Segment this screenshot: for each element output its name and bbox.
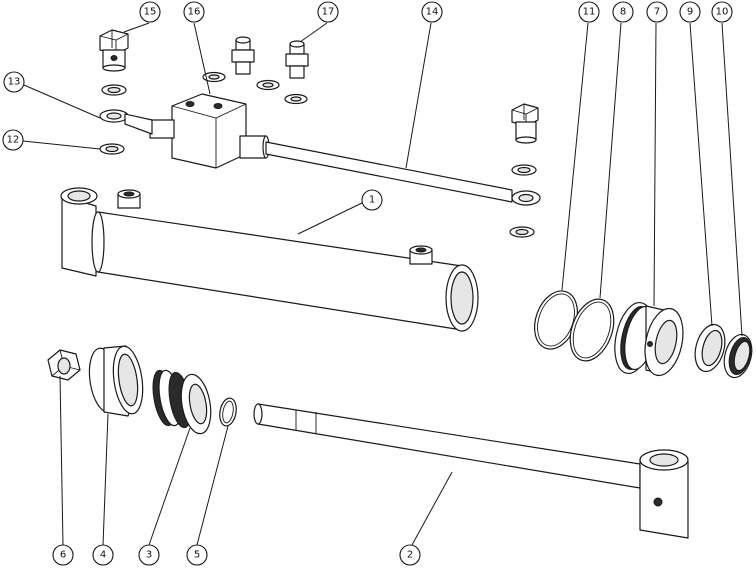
callout-5-label: 5 [194,550,200,561]
part-17-fitting-right [285,40,309,79]
callout-2: 2 [399,544,421,566]
callout-10-label: 10 [716,7,729,18]
part-10-wiper [723,333,753,379]
leader-14 [405,22,432,169]
leader-10 [721,22,743,337]
part-17-washers [202,71,308,105]
leader-6 [59,375,64,546]
callout-4: 4 [92,544,114,566]
washers-right [509,164,537,238]
callout-15-label: 15 [144,7,157,18]
callout-9-label: 9 [687,7,693,18]
leader-8 [599,22,622,299]
part-13-banjo-eye [99,109,153,135]
leader-15 [123,22,150,33]
callout-1-label: 1 [369,195,375,206]
callout-10: 10 [711,1,733,23]
callout-5: 5 [186,544,208,566]
callout-6: 6 [52,544,74,566]
leader-7 [653,22,657,307]
callout-9: 9 [679,1,701,23]
leader-17 [299,22,328,43]
callout-14: 14 [421,1,443,23]
part-1-cylinder-barrel [60,187,479,332]
part-9-seal [694,323,726,373]
leader-11 [561,22,589,291]
part-3-seal-assembly [152,369,212,435]
callout-8: 8 [612,1,634,23]
callout-16-label: 16 [188,7,201,18]
leader-5 [196,425,229,546]
callout-14-label: 14 [426,7,439,18]
callout-12: 12 [2,129,24,151]
callout-16: 16 [183,1,205,23]
callout-8-label: 8 [620,7,626,18]
leader-13 [23,84,101,119]
leader-9 [689,22,713,327]
callout-17: 17 [317,1,339,23]
callout-1: 1 [361,189,383,211]
callout-7-label: 7 [654,7,660,18]
leader-3 [148,427,191,546]
leader-lines [22,22,743,546]
part-15-banjo-bolt [99,29,129,72]
part-6-nut [47,349,81,381]
callout-13: 13 [3,71,25,93]
part-4-piston [88,345,144,417]
callout-13-label: 13 [8,77,21,88]
part-2-piston-rod [253,403,689,539]
leader-2 [411,471,453,546]
leader-1 [297,201,365,235]
leader-12 [22,140,101,150]
callout-2-label: 2 [407,550,413,561]
part-12-washer [99,143,125,155]
callout-12-label: 12 [7,135,20,146]
part-16-valve-block [149,93,270,169]
part-17-fitting-left [231,36,255,75]
part-14-pipe [265,141,541,206]
callout-15: 15 [139,1,161,23]
callout-17-label: 17 [322,7,335,18]
leader-16 [193,22,211,95]
part-8-o-ring [569,298,615,362]
leader-4 [102,413,109,546]
callout-11-label: 11 [583,7,596,18]
part-7-gland [614,301,684,377]
callout-3: 3 [138,544,160,566]
part-5-o-ring [219,397,237,427]
banjo-bolt-right [511,103,539,144]
callout-3-label: 3 [146,550,152,561]
callout-7: 7 [646,1,668,23]
part-15-washer [101,84,127,96]
callout-11: 11 [578,1,600,23]
callout-6-label: 6 [60,550,66,561]
callout-4-label: 4 [100,550,106,561]
